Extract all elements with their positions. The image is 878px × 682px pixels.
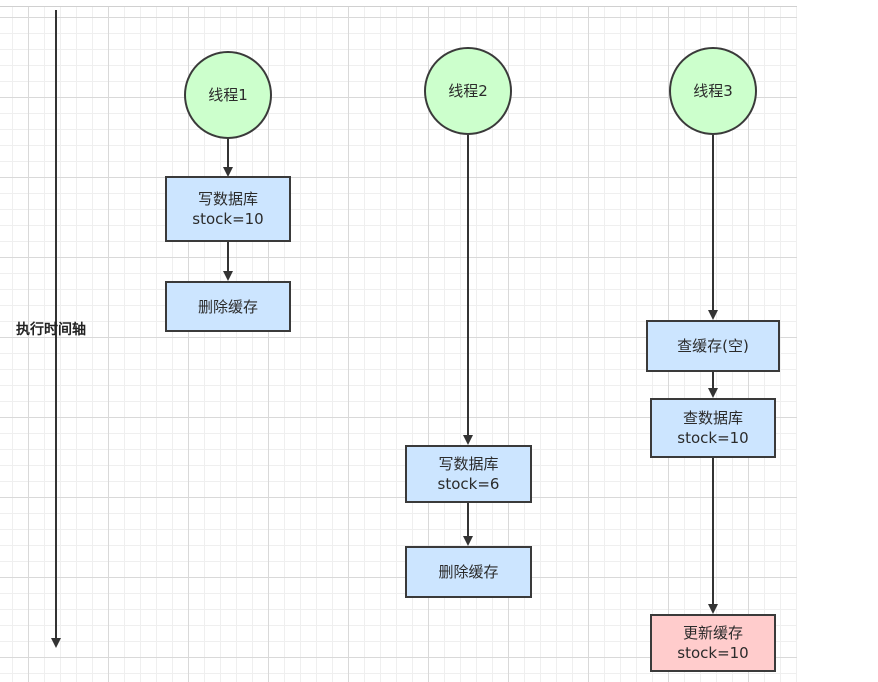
- thread2-node: 线程2: [424, 47, 512, 135]
- timeline-axis-label: 执行时间轴: [16, 322, 86, 338]
- thread2-write-db-box: 写数据库 stock=6: [405, 445, 532, 503]
- thread1-node: 线程1: [184, 51, 272, 139]
- thread3-update-cache-box: 更新缓存 stock=10: [650, 614, 776, 672]
- thread3-node: 线程3: [669, 47, 757, 135]
- thread2-delete-cache-box: 删除缓存: [405, 546, 532, 598]
- thread3-read-db-box: 查数据库 stock=10: [650, 398, 776, 458]
- thread3-read-cache-box: 查缓存(空): [646, 320, 780, 372]
- thread1-delete-cache-box: 删除缓存: [165, 281, 291, 332]
- thread1-write-db-box: 写数据库 stock=10: [165, 176, 291, 242]
